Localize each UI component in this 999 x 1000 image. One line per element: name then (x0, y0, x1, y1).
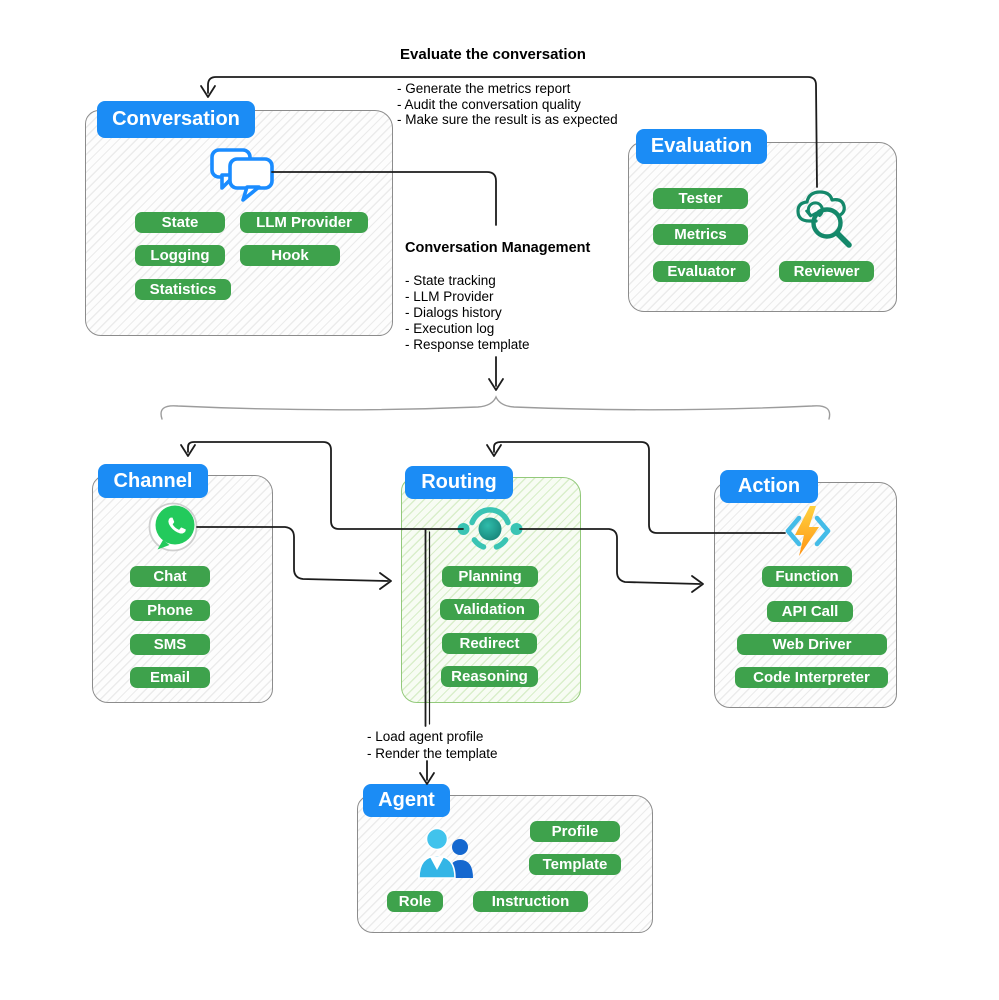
pill-hook: Hook (240, 245, 340, 266)
evaluate-note-line: - Make sure the result is as expected (397, 112, 618, 127)
pill-logging: Logging (135, 245, 225, 266)
people-icon (418, 827, 473, 879)
pill-email: Email (130, 667, 210, 688)
pill-chat: Chat (130, 566, 210, 587)
agent-note-line: - Load agent profile (367, 729, 484, 744)
management-note-title: Conversation Management (405, 240, 591, 256)
management-note-line: - Response template (405, 337, 530, 352)
pill-instruction: Instruction (473, 891, 588, 912)
pill-function: Function (762, 566, 852, 587)
pill-api-call: API Call (767, 601, 853, 622)
pill-phone: Phone (130, 600, 210, 621)
routing-header: Routing (405, 466, 513, 499)
conversation-header: Conversation (97, 101, 255, 138)
pill-code-interpreter: Code Interpreter (735, 667, 888, 688)
pill-redirect: Redirect (442, 633, 537, 654)
pill-profile: Profile (530, 821, 620, 842)
pill-state: State (135, 212, 225, 233)
whatsapp-icon (148, 502, 198, 552)
management-note-line: - Execution log (405, 321, 495, 336)
pill-template: Template (529, 854, 621, 875)
cloud-search-icon (796, 190, 852, 248)
pill-web-driver: Web Driver (737, 634, 887, 655)
evaluation-header: Evaluation (636, 129, 767, 164)
pill-llm-provider: LLM Provider (240, 212, 368, 233)
evaluate-note-line: - Audit the conversation quality (397, 97, 581, 112)
pill-metrics: Metrics (653, 224, 748, 245)
agent-header: Agent (363, 784, 450, 817)
chat-bubbles-icon (210, 148, 274, 202)
channel-header: Channel (98, 464, 208, 498)
pill-statistics: Statistics (135, 279, 231, 300)
pill-role: Role (387, 891, 443, 912)
evaluate-note-title: Evaluate the conversation (400, 46, 586, 63)
lightning-code-icon (785, 506, 831, 556)
pill-planning: Planning (442, 566, 538, 587)
management-note-line: - State tracking (405, 273, 496, 288)
evaluate-note-line: - Generate the metrics report (397, 81, 571, 96)
action-header: Action (720, 470, 818, 503)
pill-reasoning: Reasoning (441, 666, 538, 687)
pill-validation: Validation (440, 599, 539, 620)
pill-evaluator: Evaluator (653, 261, 750, 282)
hub-icon (457, 507, 523, 550)
agent-note-line: - Render the template (367, 746, 498, 761)
pill-sms: SMS (130, 634, 210, 655)
pill-reviewer: Reviewer (779, 261, 874, 282)
pill-tester: Tester (653, 188, 748, 209)
management-note-line: - Dialogs history (405, 305, 502, 320)
management-note-line: - LLM Provider (405, 289, 494, 304)
